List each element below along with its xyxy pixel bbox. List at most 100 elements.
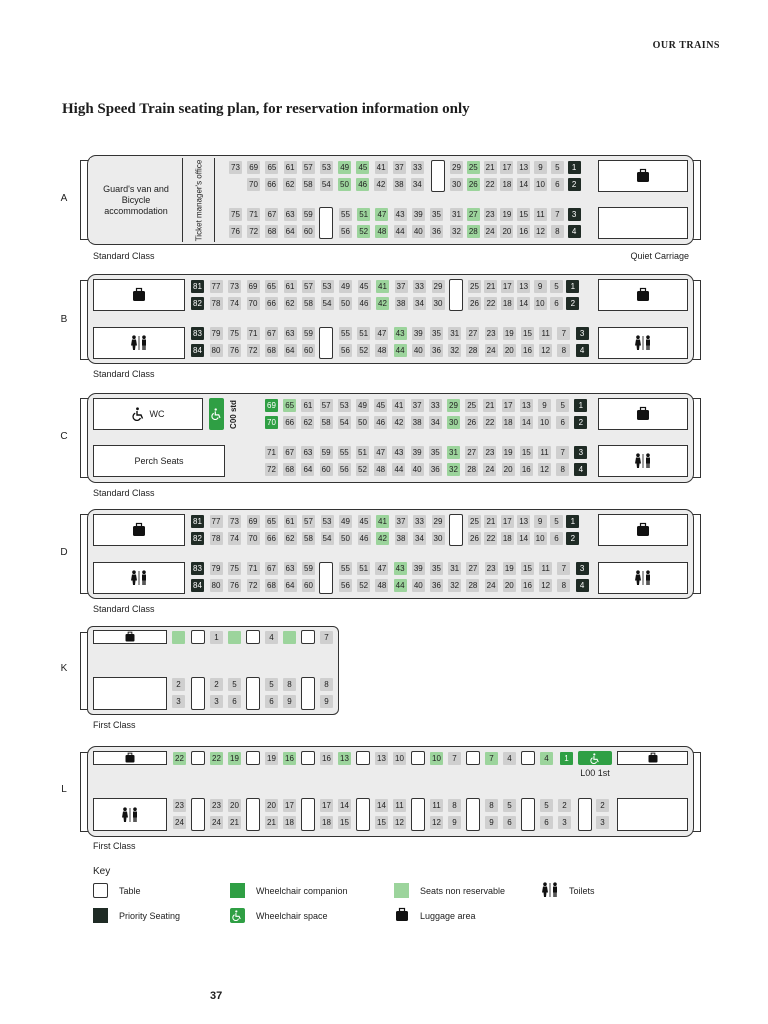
seat: 61 (283, 515, 297, 528)
seat: 38 (394, 297, 408, 310)
seat: 28 (466, 225, 480, 238)
toilets-icon (131, 335, 146, 350)
seat: 7 (557, 327, 571, 340)
car-b-body (87, 274, 694, 364)
luggage-icon (396, 907, 408, 921)
seat: 66 (265, 297, 278, 310)
table-l-top-6 (466, 751, 480, 765)
seat: 44 (392, 463, 406, 476)
wheelchair-icon (210, 408, 221, 420)
car-a-body (87, 155, 694, 245)
seat: 67 (265, 562, 278, 575)
seat: 44 (393, 579, 407, 592)
seat: 25 (468, 515, 481, 528)
seat: 18 (320, 816, 333, 829)
seat: 3 (210, 695, 223, 708)
seat: 30 (447, 416, 460, 429)
car-c-class: Standard Class (93, 488, 155, 498)
toilets-l (93, 798, 167, 831)
key-luggage-swatch (394, 907, 410, 923)
seat: 51 (357, 562, 371, 575)
seat: 46 (356, 178, 370, 191)
seat: 12 (539, 344, 553, 357)
seat: 18 (283, 816, 296, 829)
seat: 80 (209, 579, 223, 592)
seat: 20 (500, 225, 514, 238)
seat: 6 (550, 178, 564, 191)
seat: 45 (357, 515, 371, 528)
seat: 62 (301, 416, 315, 429)
seat: 38 (410, 416, 424, 429)
car-k-class: First Class (93, 720, 136, 730)
seat: 21 (228, 816, 241, 829)
seat: 65 (283, 399, 297, 412)
seat: 29 (431, 515, 445, 528)
seat: 36 (430, 344, 443, 357)
seat: 81 (191, 280, 204, 293)
seat: 29 (431, 280, 445, 293)
seat: 59 (302, 562, 315, 575)
seat: 36 (430, 579, 443, 592)
seat: 16 (517, 225, 531, 238)
table-k-1 (191, 630, 205, 644)
seat: 50 (356, 416, 369, 429)
seat: 53 (320, 515, 334, 528)
seat: 33 (413, 515, 426, 528)
seat: 17 (320, 799, 333, 812)
seat: 16 (320, 752, 333, 765)
seat: 52 (356, 463, 369, 476)
table-l-bottom-1 (191, 798, 205, 831)
seat: 68 (265, 579, 278, 592)
seat: 81 (191, 515, 204, 528)
seat: 24 (483, 463, 497, 476)
seat: 8 (283, 678, 296, 691)
seat: 48 (375, 344, 389, 357)
seat: 55 (339, 208, 352, 221)
seat: 2 (574, 416, 588, 429)
seat: 55 (339, 562, 352, 575)
seat: 4 (575, 344, 589, 357)
seat: 58 (301, 178, 315, 191)
luggage-icon (125, 631, 135, 642)
wheelchair-icon (232, 910, 241, 921)
car-k-letter: K (60, 663, 68, 674)
wheelchair-space-c (209, 398, 224, 430)
seat: 73 (228, 280, 241, 293)
seat: 17 (501, 399, 515, 412)
seat: 16 (521, 344, 534, 357)
seat: 23 (483, 208, 497, 221)
seat: 47 (375, 208, 389, 221)
toilets-icon (131, 570, 146, 585)
seat: 37 (394, 280, 408, 293)
seat: 1 (567, 161, 581, 174)
seat: 68 (283, 463, 297, 476)
seat: 13 (517, 515, 531, 528)
wheelchair-code-l: L00 1st (580, 768, 610, 778)
seat: 66 (283, 416, 297, 429)
seat: 53 (337, 399, 351, 412)
seat: 55 (337, 446, 351, 459)
seat: 69 (247, 161, 261, 174)
seat: 12 (534, 225, 547, 238)
seat: 15 (521, 327, 534, 340)
seat: 72 (246, 344, 260, 357)
seat: 6 (503, 816, 516, 829)
seat: 26 (468, 297, 481, 310)
seat: 1 (560, 752, 573, 765)
seat: 19 (228, 752, 241, 765)
seat: 44 (393, 344, 407, 357)
toilets-icon (635, 570, 650, 585)
seat: 4 (575, 579, 589, 592)
seat: 28 (466, 579, 480, 592)
seat: 4 (574, 463, 588, 476)
seat: 77 (209, 280, 223, 293)
table-d-2 (319, 562, 333, 594)
seat: 62 (283, 297, 297, 310)
seat: 24 (173, 816, 186, 829)
table-b-2 (319, 327, 333, 359)
table-l-bottom-5 (411, 798, 425, 831)
key-wheelchair-space-label: Wheelchair space (256, 911, 328, 921)
seat: 72 (246, 579, 260, 592)
seat: 76 (228, 344, 241, 357)
seat: 8 (485, 799, 498, 812)
